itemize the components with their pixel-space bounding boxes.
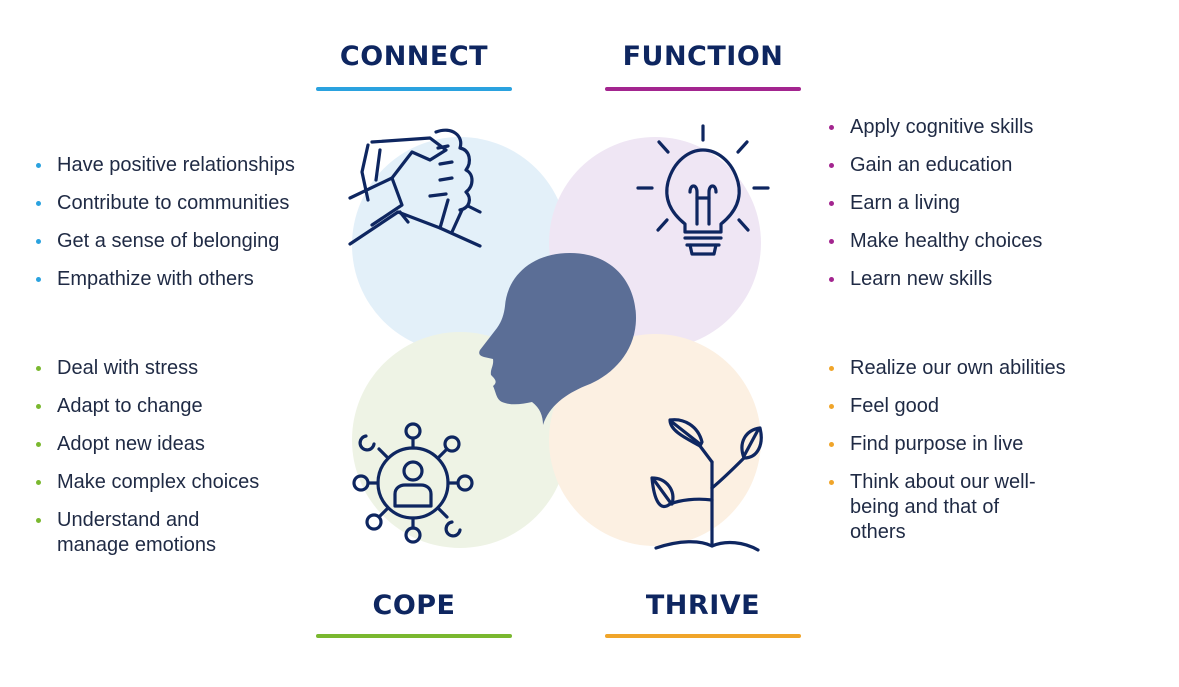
list-item: Feel good [828,394,1158,419]
list-item: Understand and manage emotions [35,508,247,558]
list-item: Realize our own abilities [828,356,1158,381]
thrive-list: Realize our own abilities Feel good Find… [828,356,1158,558]
handshake-icon [348,128,482,248]
thrive-circle [549,334,761,546]
function-heading: FUNCTION [622,41,784,72]
list-item: Make complex choices [35,470,335,495]
list-item: Contribute to communities [35,191,335,216]
list-item: Make healthy choices [828,229,1158,254]
list-item: Get a sense of belonging [35,229,335,254]
connect-underline [316,87,512,91]
cope-underline [316,634,512,638]
list-item: Adopt new ideas [35,432,335,457]
thrive-heading: THRIVE [645,590,761,621]
human-head-silhouette-icon [479,253,636,425]
cope-list: Deal with stress Adapt to change Adopt n… [35,356,335,571]
connect-heading: CONNECT [339,41,489,72]
thrive-underline [605,634,801,638]
function-underline [605,87,801,91]
function-list: Apply cognitive skills Gain an education… [828,115,1158,305]
list-item: Deal with stress [35,356,335,381]
list-item: Learn new skills [828,267,1158,292]
list-item: Earn a living [828,191,1158,216]
cope-heading: COPE [372,590,456,621]
network-person-icon [352,422,474,544]
list-item: Have positive relationships [35,153,335,178]
list-item: Adapt to change [35,394,335,419]
list-item: Apply cognitive skills [828,115,1158,140]
list-item: Think about our well-being and that of o… [828,470,1050,545]
list-item: Empathize with others [35,267,335,292]
lightbulb-icon [636,124,770,256]
connect-list: Have positive relationships Contribute t… [35,153,335,305]
sprout-icon [650,418,763,552]
list-item: Gain an education [828,153,1158,178]
list-item: Find purpose in live [828,432,1158,457]
